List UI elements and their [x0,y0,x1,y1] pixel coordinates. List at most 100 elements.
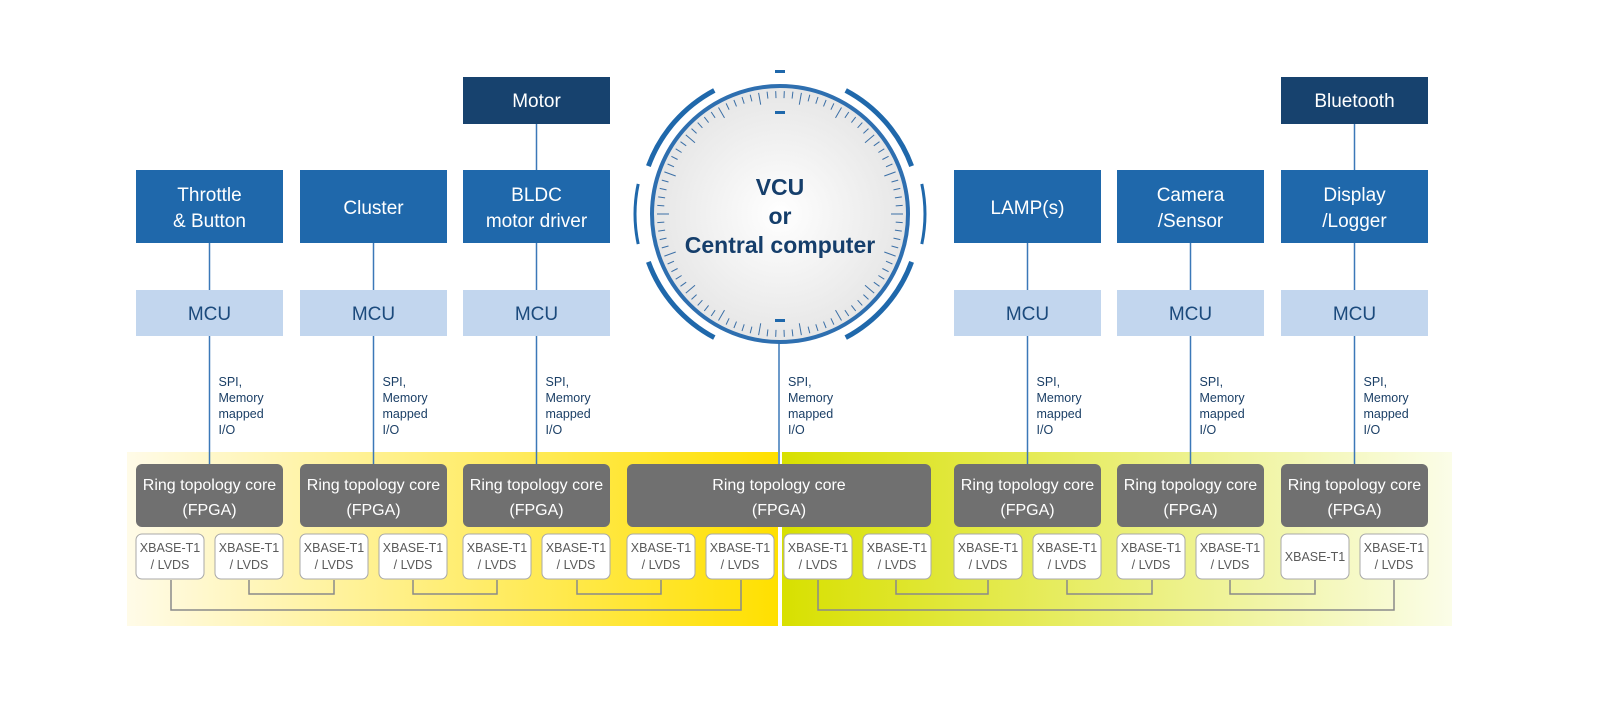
dial-tick [691,128,697,134]
dial-tick [733,99,737,107]
phy-port-line-2: / LVDS [1375,558,1414,572]
phy-port-box [1116,533,1186,580]
bus-label-line-3: mapped [546,407,591,421]
dial-tick [891,245,899,249]
bus-label-line-2: Memory [1200,391,1246,405]
ring-core-line-2: (FPGA) [182,502,236,519]
dial-tick [894,229,902,232]
center-port-1: XBASE-T1 / LVDS [626,533,696,580]
phy-port-line-1: XBASE-T1 [467,541,527,555]
ring-core-line-2: (FPGA) [1000,502,1054,519]
dial-tick [878,275,885,280]
vcu-title-line-1: VCU [756,174,805,200]
dial-tick [657,221,665,224]
phy-port-box [1195,533,1265,580]
phy-port: XBASE-T1/ LVDS [299,533,369,580]
dial-tick [851,305,857,312]
dial-tick [815,96,819,104]
dial-tick [807,326,811,334]
center-bus-line-1: SPI, [788,375,812,389]
dial-tick [675,148,682,153]
vcu-title-line-3: Central computer [685,232,875,258]
center-port-1-line-2: / LVDS [642,558,681,572]
dial-tick [685,134,696,144]
dial-tick [667,163,675,168]
dial-tick [671,268,678,273]
ring-core-box [1281,464,1428,527]
dial-tick [878,148,885,153]
phy-port-line-1: XBASE-T1 [546,541,606,555]
bus-label-line-2: Memory [383,391,429,405]
dial-tick [885,163,893,168]
center-port-3: XBASE-T1 / LVDS [783,533,853,580]
device-box [954,170,1101,243]
bus-label-line-4: I/O [383,423,400,437]
phy-port-line-2: / LVDS [1048,558,1087,572]
ring-core-line-2: (FPGA) [1163,502,1217,519]
device-label-line-2: & Button [173,211,246,232]
phy-port-line-2: / LVDS [478,558,517,572]
node-1: Throttle& ButtonMCUSPI,MemorymappedI/ORi… [135,170,284,580]
phy-port-box [135,533,205,580]
bus-label-line-2: Memory [546,391,592,405]
bus-label-line-1: SPI, [1200,375,1224,389]
phy-port: XBASE-T1 [1280,533,1350,580]
ring-connector [817,580,1395,611]
phy-port: XBASE-T1/ LVDS [1195,533,1265,580]
phy-port-line-2: / LVDS [557,558,596,572]
dial-tick [823,321,827,329]
ring-core-line-1: Ring topology core [307,477,441,494]
center-bus-line-2: Memory [788,391,834,405]
dial-tick [749,94,753,102]
dial-tick [857,299,863,306]
device-label-line-1: Throttle [177,185,241,206]
dial-arcs [633,88,927,340]
ring-core-box [954,464,1101,527]
mcu-label: MCU [352,304,395,325]
dial-tick [891,179,899,183]
dial-arc [920,183,927,245]
dial-tick [893,187,901,191]
dial-tick [661,179,669,183]
dial-tick [798,323,802,336]
phy-port: XBASE-T1 / LVDS [1032,533,1102,580]
phy-port: XBASE-T1 / LVDS [541,533,611,580]
bus-label-line-3: mapped [1037,407,1082,421]
phy-port-box [541,533,611,580]
phy-port-line-1: XBASE-T1 [140,541,200,555]
center-ring-core-line-1: Ring topology core [712,477,846,494]
phy-port: XBASE-T1/ LVDS [953,533,1023,580]
dial-tick [895,204,903,207]
ring-core-line-1: Ring topology core [1288,477,1422,494]
dial-tick [758,323,762,336]
dial-tick [691,294,697,300]
dial-tick [680,281,687,287]
dial-tick [873,141,880,147]
phy-port-line-1: XBASE-T1 [1364,541,1424,555]
bus-label-line-4: I/O [1200,423,1217,437]
phy-port: XBASE-T1/ LVDS [214,533,284,580]
dial-tick [844,111,850,119]
dial-tick [710,309,716,317]
mcu-box [300,290,447,336]
bus-label-line-2: Memory [1037,391,1083,405]
center-port-4-line-2: / LVDS [878,558,917,572]
ring-connector [895,580,989,595]
dial-tick [864,284,875,294]
phy-port-line-1: XBASE-T1 [958,541,1018,555]
dial-tick [864,134,875,144]
phy-port-line-1: XBASE-T1 [1037,541,1097,555]
mcu-box [1281,290,1428,336]
bus-label-line-2: Memory [219,391,265,405]
center-port-2-line-2: / LVDS [721,558,760,572]
phy-port-box [214,533,284,580]
top-device-label: Motor [512,91,561,112]
dial-tick [749,326,753,334]
bus-label-line-1: SPI, [383,375,407,389]
dial-tick [857,122,863,129]
ring-connector [576,580,662,595]
top-device-label: Bluetooth [1314,91,1394,112]
dial-tick [873,281,880,287]
dial-tick [766,329,769,337]
